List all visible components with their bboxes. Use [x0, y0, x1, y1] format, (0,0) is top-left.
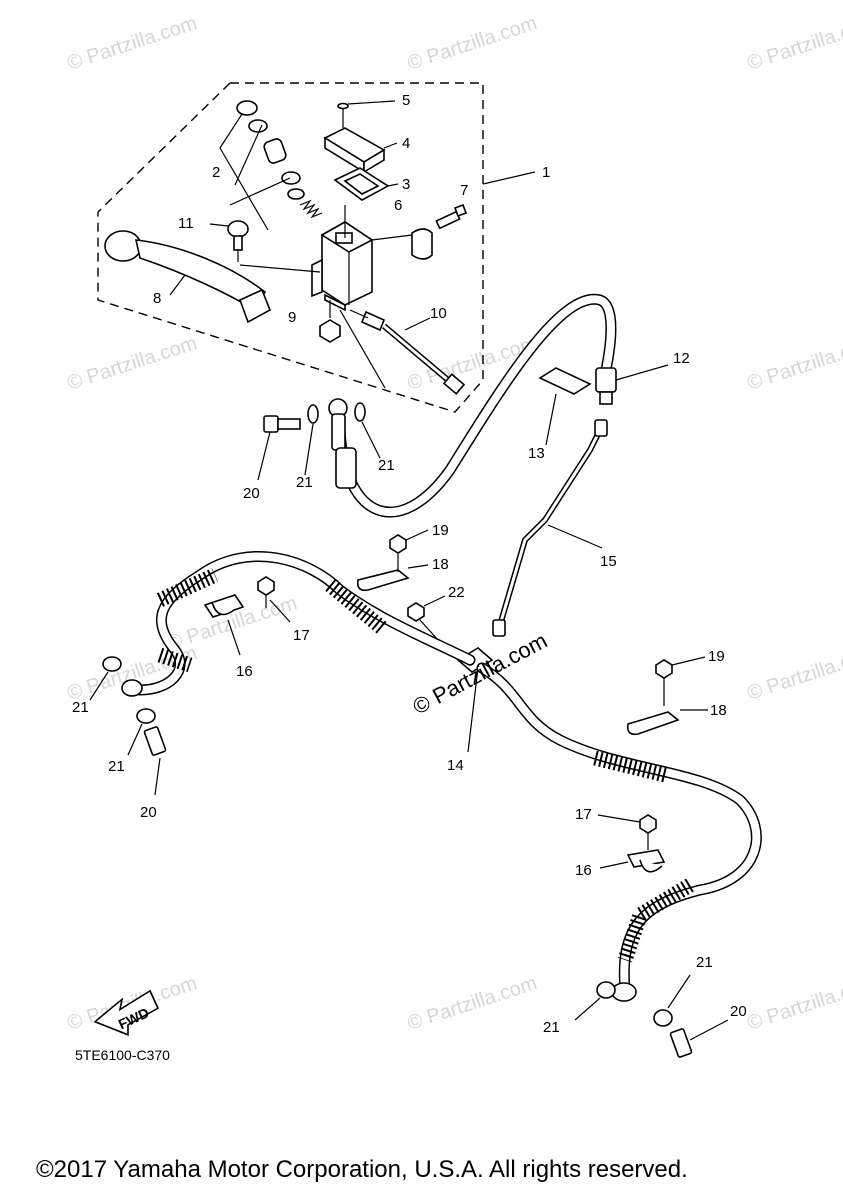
- watermark: © Partzilla.com: [745, 642, 843, 705]
- callout-1: 1: [542, 164, 550, 181]
- callout-15: 15: [600, 553, 617, 570]
- callout-20: 20: [140, 804, 157, 821]
- master-cylinder-assembly-boundary: [97, 82, 484, 413]
- callout-6: 6: [394, 197, 402, 214]
- callout-16: 16: [575, 862, 592, 879]
- callout-19: 19: [708, 648, 725, 665]
- callout-5: 5: [402, 92, 410, 109]
- callout-18: 18: [432, 556, 449, 573]
- callout-3: 3: [402, 176, 410, 193]
- banjo-fitting-icon: [89, 656, 167, 796]
- bolt-icon: [435, 203, 468, 230]
- callout-10: 10: [430, 305, 447, 322]
- washer-icon: [653, 1009, 673, 1027]
- banjo-fitting-icon: [574, 974, 729, 1058]
- callout-21: 21: [108, 758, 125, 775]
- hose-clamp-icon: [203, 594, 245, 656]
- bolt-icon: [257, 576, 291, 623]
- hose-clamp-icon: [599, 849, 666, 873]
- banjo-fitting-icon: [328, 398, 357, 489]
- hose-bracket-icon: [626, 656, 708, 736]
- reservoir-cap-icon: [323, 127, 398, 174]
- watermark: © Partzilla.com: [745, 332, 843, 395]
- brake-pipe-icon: [492, 419, 608, 637]
- watermark: © Partzilla.com: [405, 12, 540, 75]
- callout-12: 12: [673, 350, 690, 367]
- washer-icon: [136, 708, 156, 724]
- brake-hose-upper-loop: [334, 293, 617, 518]
- diaphragm-icon: [333, 167, 399, 201]
- callout-8: 8: [153, 290, 161, 307]
- brake-lever-icon: [104, 230, 321, 324]
- banjo-bolt-icon: [257, 415, 301, 481]
- callout-4: 4: [402, 135, 410, 152]
- callout-21: 21: [72, 699, 89, 716]
- leader-line: [304, 423, 314, 476]
- callout-17: 17: [575, 806, 592, 823]
- callout-21: 21: [696, 954, 713, 971]
- hose-joint-icon: [595, 364, 669, 405]
- pivot-bolt-icon: [209, 220, 249, 262]
- bolt-icon: [597, 814, 657, 850]
- washer-icon: [102, 656, 122, 672]
- callout-9: 9: [288, 309, 296, 326]
- watermark: © Partzilla.com: [65, 332, 200, 395]
- bracket-icon: [538, 367, 592, 446]
- callout-21: 21: [543, 1019, 560, 1036]
- watermark: © Partzilla.com: [405, 972, 540, 1035]
- washer-icon: [354, 402, 366, 422]
- watermark: © Partzilla.com: [65, 12, 200, 75]
- callout-17: 17: [293, 627, 310, 644]
- callout-20: 20: [243, 485, 260, 502]
- callout-16: 16: [236, 663, 253, 680]
- washer-icon: [307, 404, 319, 424]
- callout-14: 14: [447, 757, 464, 774]
- leader-line: [482, 171, 536, 185]
- master-cylinder-icon: [311, 205, 374, 312]
- screw-icon: [337, 100, 396, 128]
- watermark: © Partzilla.com: [745, 972, 843, 1035]
- clamp-icon: [371, 228, 433, 260]
- brake-switch-icon: [349, 309, 466, 395]
- bolt-icon: [407, 595, 446, 641]
- brake-hose-right: [476, 662, 762, 996]
- callout-2: 2: [212, 164, 220, 181]
- leader-line: [361, 421, 381, 459]
- washer-icon: [596, 981, 616, 999]
- callout-labels: 1 2 3 4 5 6 7 8 9 10 11 12 13 14 15 16 1…: [72, 92, 747, 1036]
- hose-bracket-icon: [356, 529, 429, 592]
- nut-icon: [319, 300, 341, 343]
- callout-7: 7: [460, 182, 468, 199]
- brake-hose-left: [134, 550, 476, 696]
- piston-kit-icon: [219, 100, 323, 231]
- callout-18: 18: [710, 702, 727, 719]
- callout-21: 21: [296, 474, 313, 491]
- callout-11: 11: [178, 215, 194, 232]
- callout-20: 20: [730, 1003, 747, 1020]
- watermark: © Partzilla.com: [745, 12, 843, 75]
- callout-21: 21: [378, 457, 395, 474]
- brake-hose-upper: [339, 309, 386, 389]
- diagram-code: 5TE6100-C370: [75, 1047, 170, 1063]
- callout-19: 19: [432, 522, 449, 539]
- callout-22: 22: [448, 584, 465, 601]
- copyright-notice: ©2017 Yamaha Motor Corporation, U.S.A. A…: [36, 1156, 688, 1183]
- callout-13: 13: [528, 445, 545, 462]
